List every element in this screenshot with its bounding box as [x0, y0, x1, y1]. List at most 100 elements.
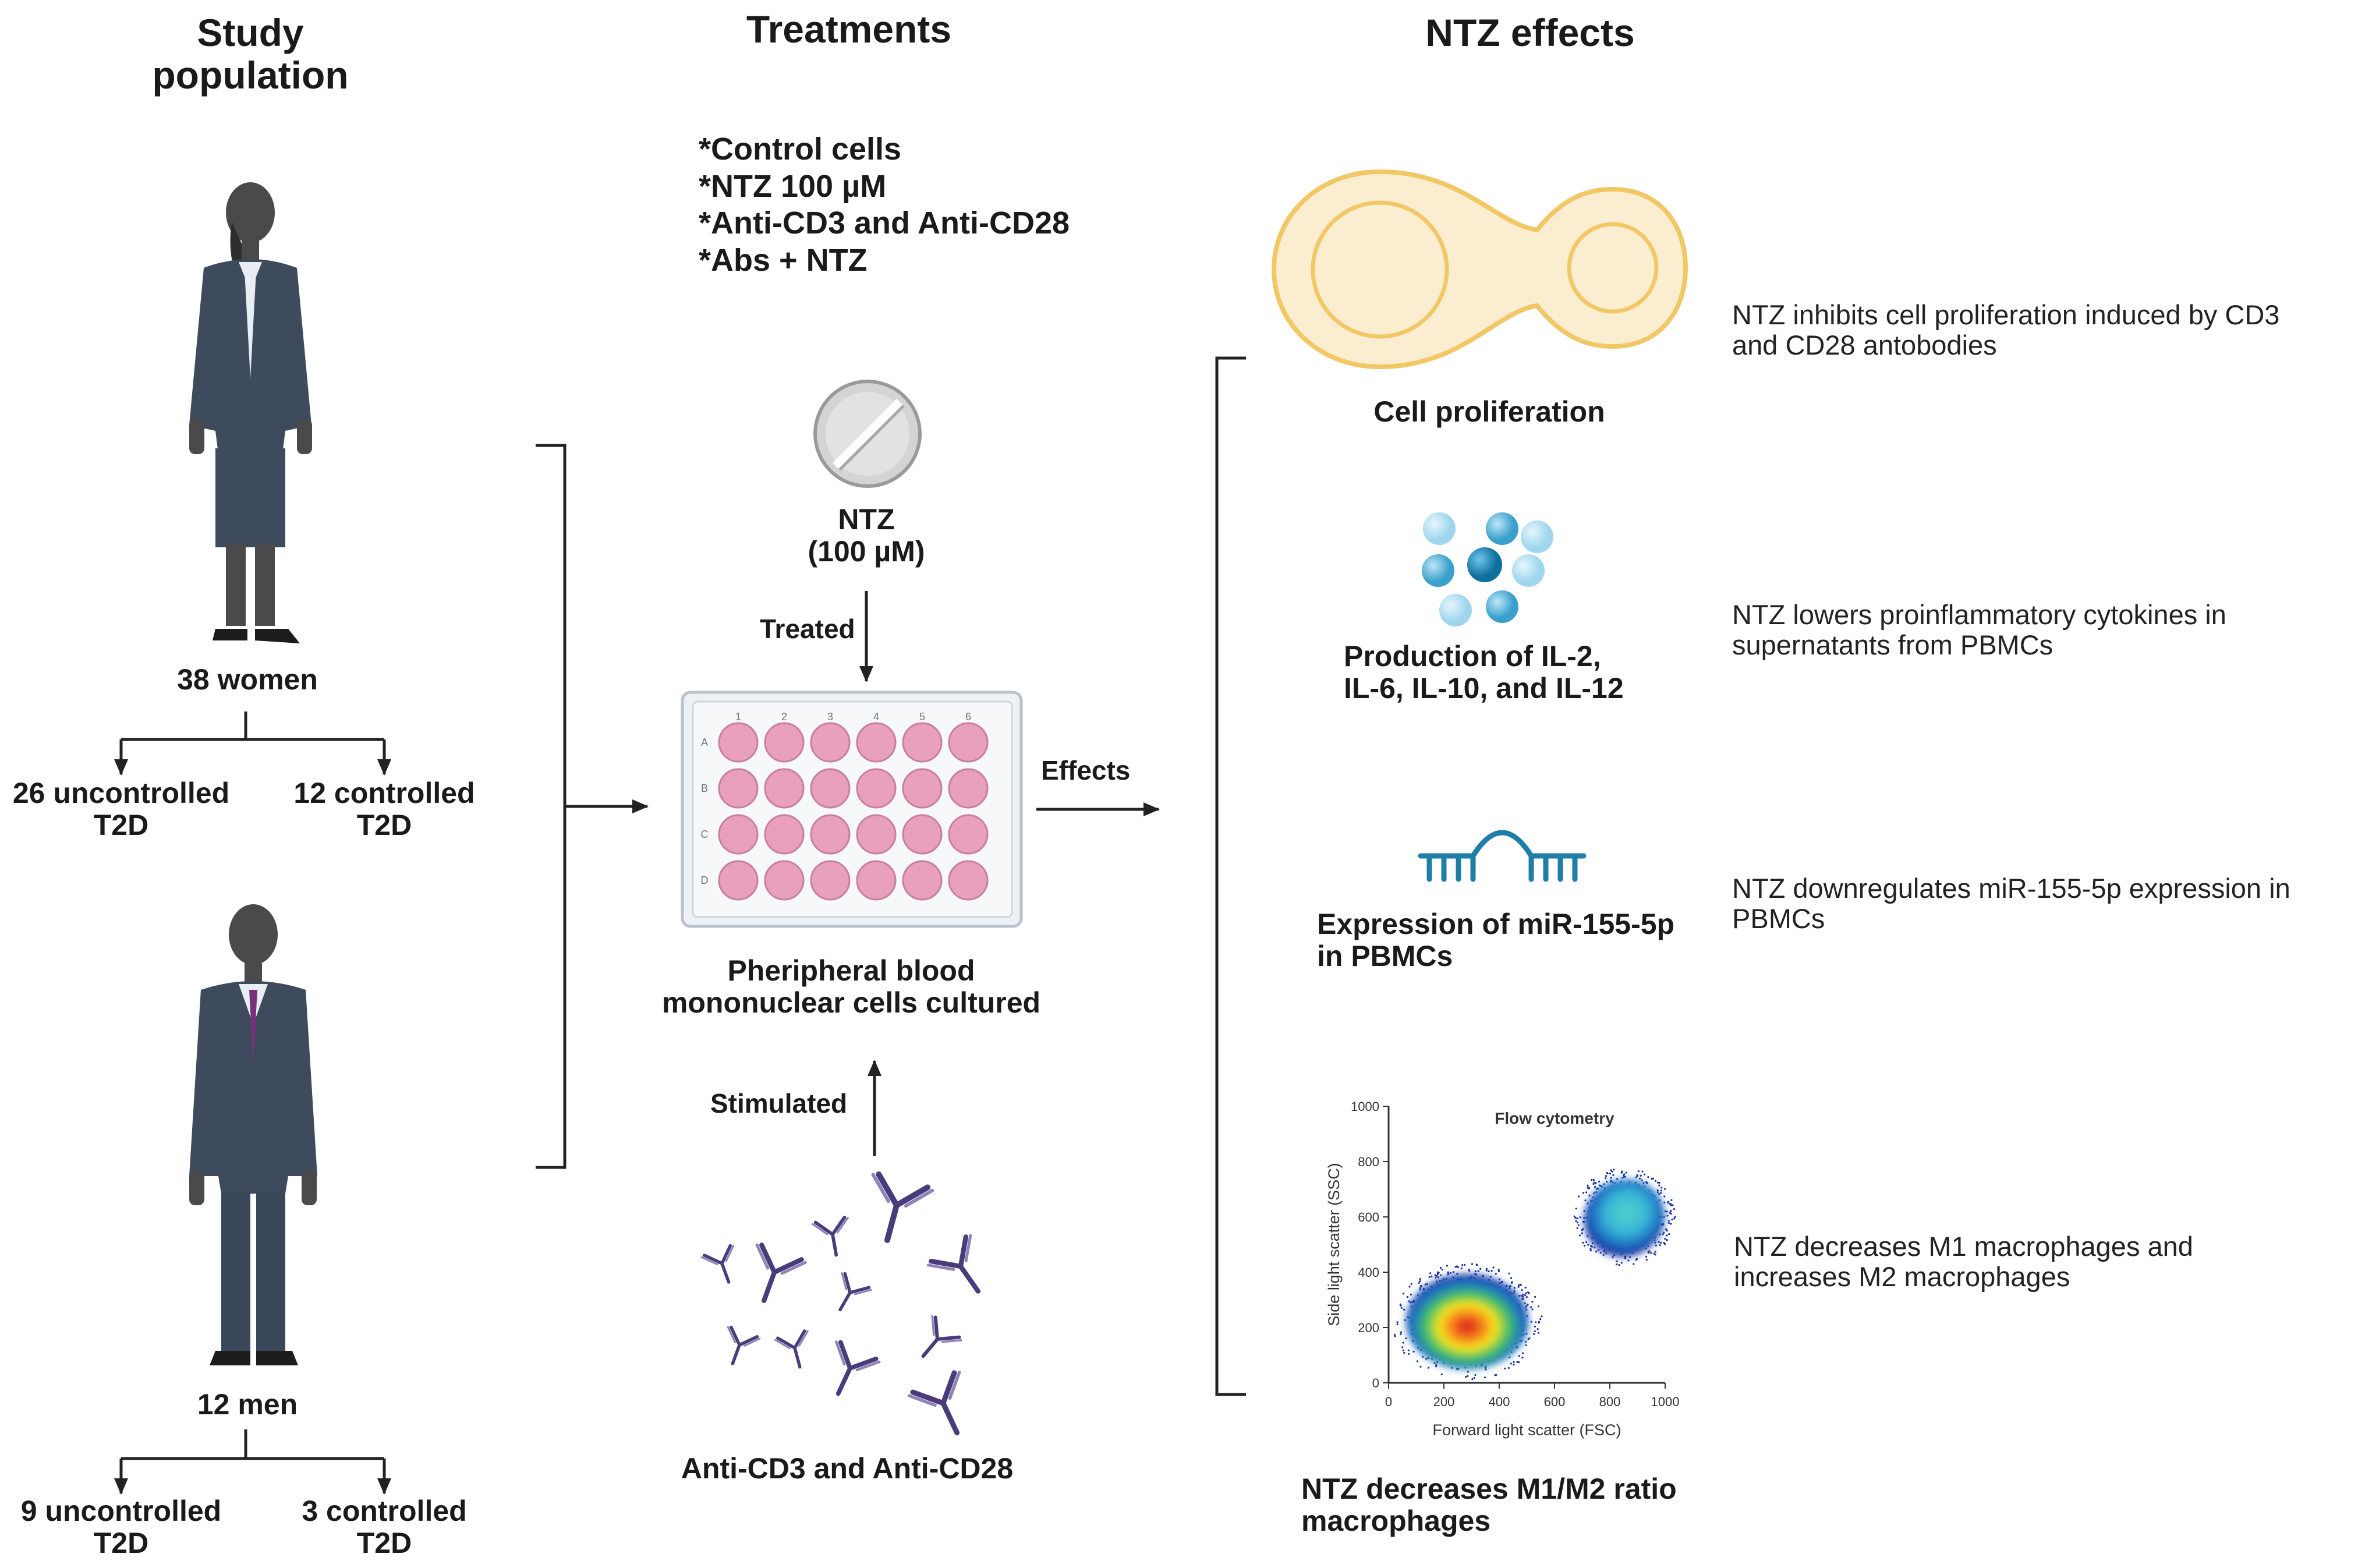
desc-line: increases M2 macrophages [1734, 1261, 2070, 1292]
label-line: NTZ decreases M1/M2 ratio [1301, 1473, 1677, 1505]
antibody-icon [727, 1325, 761, 1365]
effect-1-description: NTZ inhibits cell proliferation induced … [1732, 300, 2279, 360]
plate-well [718, 860, 759, 901]
plate-row-label: C [701, 829, 709, 840]
antibody-icon [907, 1370, 961, 1436]
label-line: T2D [356, 1527, 412, 1559]
plate-column-label: 1 [735, 711, 741, 723]
x-tick-label: 600 [1544, 1394, 1566, 1409]
label-line: Pheripheral blood [727, 954, 975, 987]
desc-line: supernatants from PBMCs [1732, 629, 2053, 660]
ntz-dose-label: NTZ (100 µM) [808, 504, 925, 568]
flow-title: Flow cytometry [1495, 1109, 1615, 1127]
women-label: 38 women [177, 663, 318, 696]
effect-4-label: NTZ decreases M1/M2 ratio macrophages [1301, 1473, 1677, 1537]
effect-3-label: Expression of miR-155-5p in PBMCs [1317, 908, 1674, 972]
effect-3-description: NTZ downregulates miR-155-5p expression … [1732, 873, 2290, 933]
plate-well [948, 814, 989, 855]
plate-well [764, 860, 805, 901]
effect-4-description: NTZ decreases M1 macrophages and increas… [1734, 1231, 2193, 1291]
plate-well [810, 768, 851, 809]
x-tick-label: 800 [1599, 1394, 1621, 1409]
plate-well [902, 722, 943, 763]
label-line: mononuclear cells cultured [661, 986, 1041, 1019]
plate-well [902, 814, 943, 855]
antibodies-label: Anti-CD3 and Anti-CD28 [681, 1452, 1014, 1485]
desc-line: NTZ decreases M1 macrophages and [1734, 1231, 2193, 1262]
plate-well [902, 768, 943, 809]
woman-icon [189, 182, 312, 643]
plate-column-label: 5 [919, 711, 925, 723]
plate-well [948, 768, 989, 809]
antibody-icon [812, 1215, 849, 1257]
flow-ylabel: Side light scatter (SSC) [1325, 1163, 1343, 1326]
label-line: (100 µM) [808, 535, 925, 568]
flow-clusters [1393, 1169, 1676, 1381]
y-tick-label: 0 [1372, 1376, 1379, 1390]
label-line: IL-6, IL-10, and IL-12 [1344, 672, 1624, 705]
plate-well [718, 768, 759, 809]
stimulated-label: Stimulated [710, 1088, 848, 1119]
plate-well [856, 860, 897, 901]
x-tick-label: 0 [1385, 1394, 1392, 1409]
desc-line: NTZ lowers proinflammatory cytokines in [1732, 599, 2226, 630]
antibodies-icon [700, 1171, 980, 1436]
y-tick-label: 200 [1358, 1321, 1379, 1335]
header-line: population [152, 53, 349, 97]
treated-label: Treated [760, 614, 855, 644]
plate-row-labels: A B C D [701, 737, 709, 886]
plate-row-label: B [701, 783, 708, 794]
y-tick-label: 1000 [1351, 1099, 1379, 1114]
microrna-icon [1418, 830, 1587, 882]
desc-line: and CD28 antobodies [1732, 329, 1997, 360]
men-uncontrolled-label: 9 uncontrolled T2D [21, 1495, 221, 1559]
plate-row-label: D [701, 875, 709, 886]
men-label: 12 men [197, 1388, 298, 1421]
antibody-icon [921, 1315, 962, 1358]
effects-label: Effects [1041, 755, 1131, 785]
antibody-icon [926, 1234, 980, 1294]
plate-well [902, 860, 943, 901]
label-line: T2D [356, 809, 412, 841]
plate-well [718, 722, 759, 763]
effect-2-label: Production of IL-2, IL-6, IL-10, and IL-… [1344, 640, 1624, 705]
plate-well [948, 860, 989, 901]
women-controlled-label: 12 controlled T2D [293, 777, 475, 841]
flow-xlabel: Forward light scatter (FSC) [1432, 1421, 1621, 1439]
label-line: NTZ [838, 503, 895, 536]
antibody-icon [700, 1244, 735, 1284]
label-line: T2D [93, 1527, 149, 1559]
label-line: macrophages [1301, 1505, 1491, 1537]
men-controlled-label: 3 controlled T2D [302, 1495, 466, 1559]
plate-well [856, 814, 897, 855]
pill-icon [813, 380, 922, 488]
treatment-item: *NTZ 100 µM [699, 168, 887, 204]
y-tick-label: 400 [1358, 1265, 1379, 1280]
population-bracket [536, 444, 567, 1169]
plate-well [764, 768, 805, 809]
desc-line: PBMCs [1732, 902, 1825, 934]
plate-well [856, 722, 897, 763]
treatment-item: *Abs + NTZ [699, 243, 868, 278]
antibody-icon [871, 1171, 934, 1243]
plate-well [856, 768, 897, 809]
header-line: Study [197, 11, 304, 54]
header-ntz-effects: NTZ effects [1425, 11, 1635, 54]
effects-bracket [1215, 356, 1246, 1396]
plate-well [810, 722, 851, 763]
plate-row-label: A [701, 737, 708, 748]
x-tick-label: 400 [1489, 1394, 1510, 1409]
label-line: 26 uncontrolled [12, 777, 230, 809]
man-icon [189, 904, 317, 1365]
header-study-population: Study population [152, 12, 348, 96]
header-treatments: Treatments [746, 8, 952, 51]
effect-1-label: Cell proliferation [1373, 395, 1605, 428]
plate-well [810, 860, 851, 901]
label-line: 12 controlled [293, 777, 475, 809]
treatment-item: *Anti-CD3 and Anti-CD28 [699, 206, 1070, 241]
